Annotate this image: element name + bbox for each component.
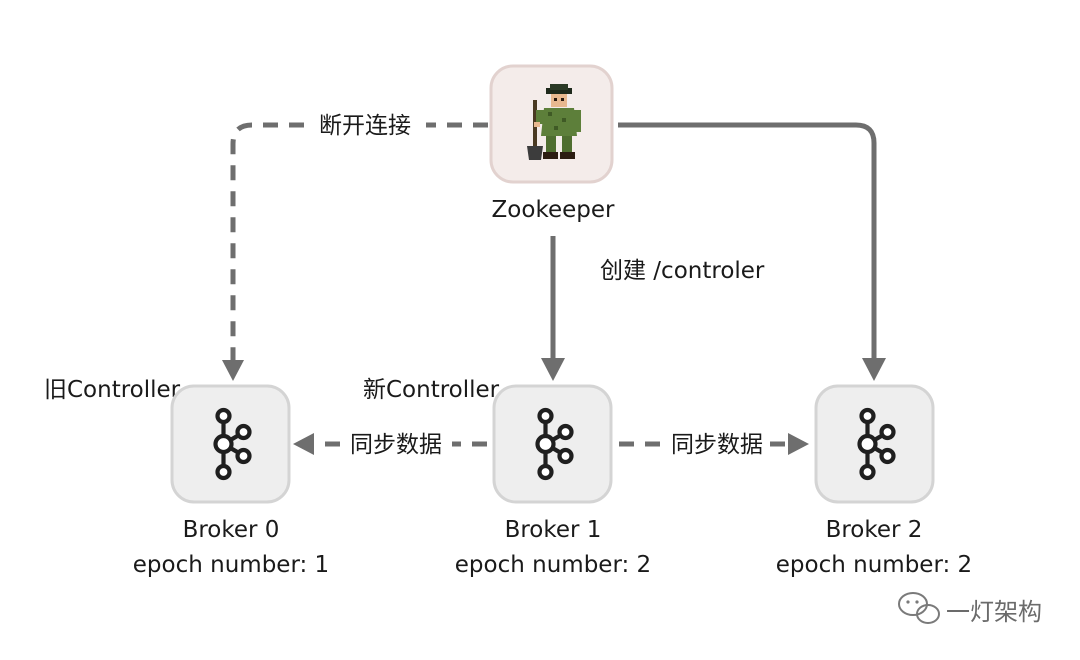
arrow-head-broker1 <box>541 358 565 381</box>
edge-broker1-broker2-sync <box>619 433 809 455</box>
kafka-icon <box>535 407 574 481</box>
kafka-icon <box>857 407 896 481</box>
zookeeper-keeper-icon <box>527 84 581 160</box>
broker-role-label: 新Controller <box>363 377 500 403</box>
edge-label-create: 创建 /controler <box>600 258 765 284</box>
broker-role-label: 旧Controller <box>44 377 181 403</box>
wechat-icon <box>898 592 940 624</box>
broker-epoch-label: epoch number: 2 <box>776 552 972 578</box>
broker-name-label: Broker 2 <box>826 517 923 543</box>
broker-epoch-label: epoch number: 2 <box>455 552 651 578</box>
edge-broker1-broker0-sync <box>293 433 487 455</box>
broker-node-0: 旧Controller Broker 0 epoch number: 1 <box>44 377 329 578</box>
kafka-icon <box>213 407 252 481</box>
watermark: 一灯架构 <box>898 592 1042 626</box>
broker-name-label: Broker 0 <box>183 517 280 543</box>
arrow-head-sync-broker0 <box>293 433 314 455</box>
arrow-head-broker2 <box>862 358 886 381</box>
edge-label-sync-right: 同步数据 <box>671 432 763 458</box>
broker-node-1: 新Controller Broker 1 epoch number: 2 <box>363 377 651 578</box>
edge-label-sync-left: 同步数据 <box>350 432 442 458</box>
arrow-head-broker0 <box>222 360 244 381</box>
edge-label-disconnect: 断开连接 <box>319 113 411 139</box>
broker-name-label: Broker 1 <box>505 517 602 543</box>
zookeeper-label: Zookeeper <box>492 197 615 223</box>
watermark-text: 一灯架构 <box>946 598 1042 626</box>
edge-zookeeper-broker0-disconnect <box>222 122 488 381</box>
edge-zookeeper-broker1-create <box>541 236 565 381</box>
broker-epoch-label: epoch number: 1 <box>133 552 329 578</box>
edge-disconnect-left-segment <box>230 122 304 362</box>
edge-broker2-line <box>618 122 877 360</box>
broker-node-2: Broker 2 epoch number: 2 <box>776 384 972 578</box>
zookeeper-node: Zookeeper <box>489 64 615 223</box>
edge-zookeeper-broker2 <box>618 122 886 381</box>
arrow-head-sync-broker2 <box>788 433 809 455</box>
